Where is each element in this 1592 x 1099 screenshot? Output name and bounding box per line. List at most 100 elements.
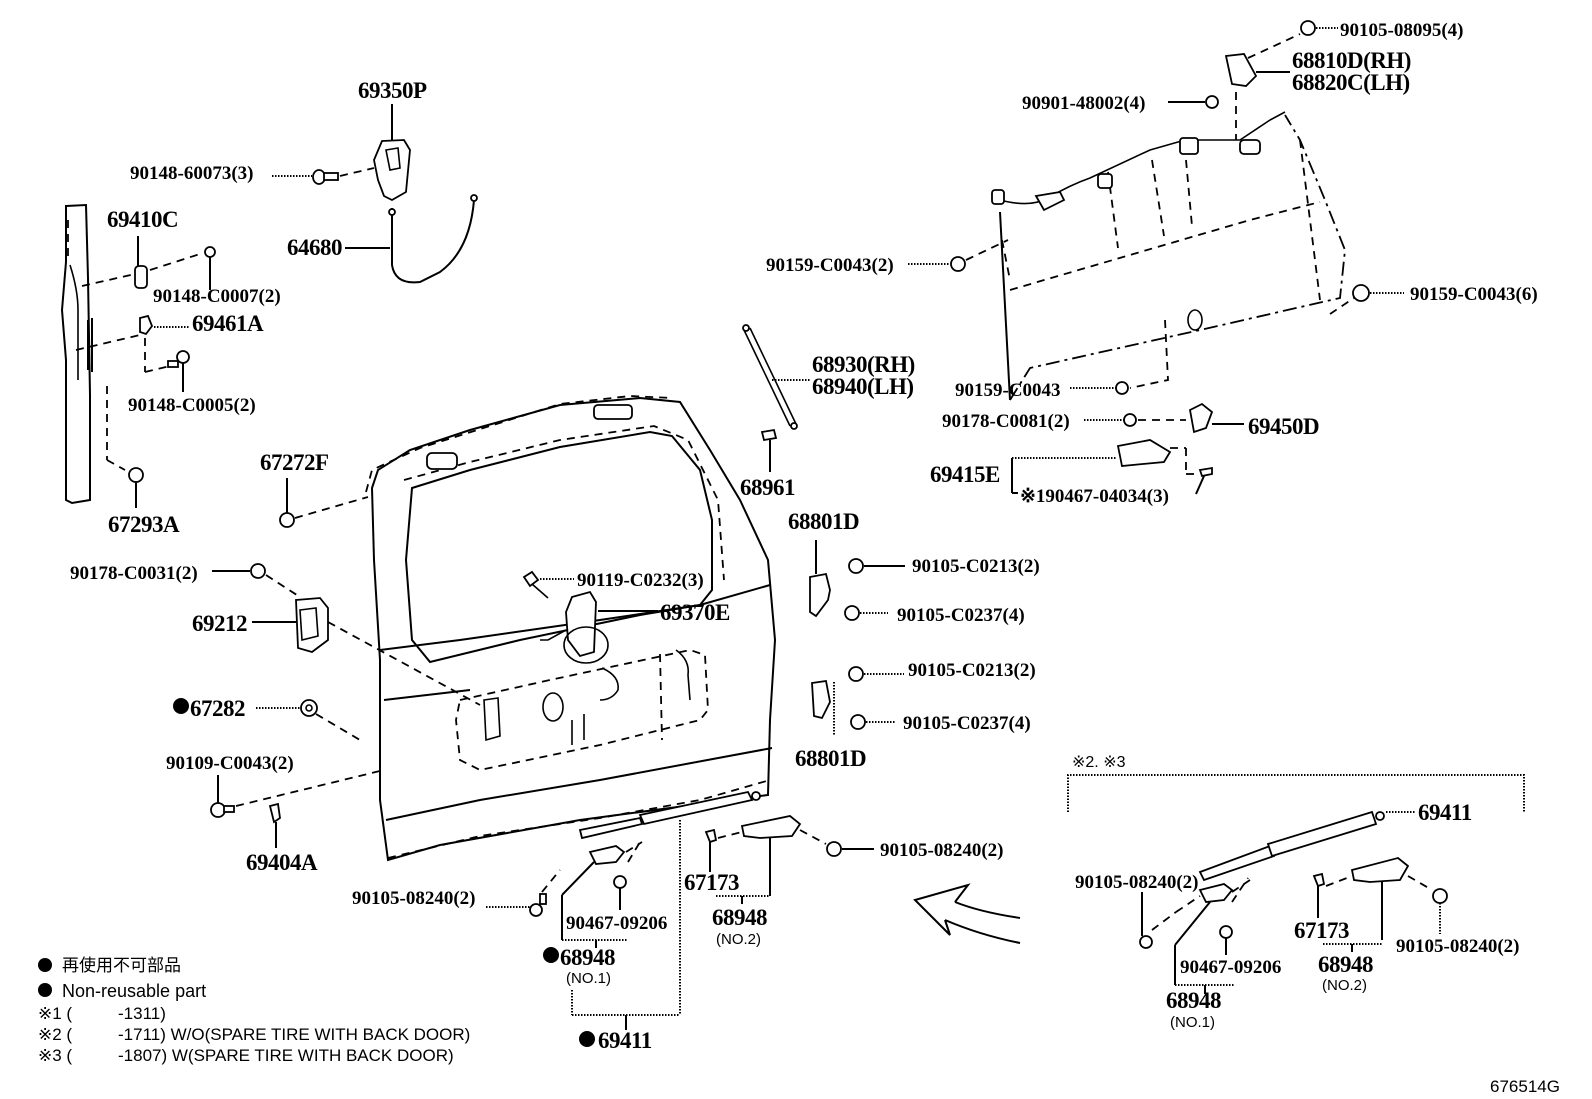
bracket-68948-no1-left: [561, 841, 643, 948]
nut-90467-09206-left: [613, 875, 627, 910]
label-68930: 68930(RH): [812, 352, 915, 377]
bolt-90109-C0043: [210, 769, 385, 818]
label-69404A: 69404A: [246, 850, 318, 875]
legend: 再使用不可部品 Non-reusable part ※1 ( -1311) ※2…: [38, 955, 470, 1065]
handle-69370E: [540, 590, 658, 664]
label-90119-C0232: 90119-C0232(3): [577, 570, 704, 591]
label-90178-C0081: 90178-C0081(2): [942, 411, 1070, 432]
pillar-panel: [60, 203, 93, 505]
back-door-lock-assembly: [373, 104, 411, 202]
label-69450D: 69450D: [1248, 414, 1319, 439]
bracket-69404A: [268, 802, 281, 848]
bracket-69415E: [1011, 439, 1213, 495]
label-90159-C0043-2: 90159-C0043(2): [766, 255, 894, 276]
view-arrow-icon: [913, 883, 1021, 944]
label-68940: 68940(LH): [812, 374, 914, 399]
bracket-69450D: [1188, 402, 1244, 434]
control-cable-64680: [345, 194, 478, 284]
nut-90178-C0031: [212, 563, 301, 598]
label-90901-48002: 90901-48002(4): [1022, 93, 1145, 114]
inset-label-68948-no2: 68948: [1318, 952, 1373, 977]
label-69410C: 69410C: [107, 207, 178, 232]
label-68801D-top: 68801D: [788, 509, 859, 534]
legend-non-reusable-jp: 再使用不可部品: [62, 955, 181, 975]
inset-label-68948-no2-sub: (NO.2): [1322, 977, 1367, 994]
label-90148-C0007: 90148-C0007(2): [153, 286, 281, 307]
label-69350P: 69350P: [358, 78, 427, 103]
legend-note3-text: -1807) W(SPARE TIRE WITH BACK DOOR): [118, 1046, 454, 1065]
label-69461A: 69461A: [192, 311, 264, 336]
bolt-90105-08095: [1300, 20, 1338, 36]
inset-label-69411: 69411: [1418, 800, 1472, 825]
striker-69461A: [75, 314, 190, 392]
bolt-90105-08240-left: [486, 869, 561, 917]
label-69411-left: 69411: [598, 1028, 652, 1053]
label-68810D: 68810D(RH): [1292, 48, 1411, 73]
cushion-67293A: [106, 386, 144, 508]
label-67282: 67282: [190, 696, 245, 721]
label-68948-no1-left-sub: (NO.1): [566, 970, 611, 987]
back-door-glass: [991, 111, 1346, 401]
legend-note1-mark: ※1 (: [38, 1004, 72, 1023]
label-90105-08240-left: 90105-08240(2): [352, 888, 475, 909]
label-90159-C0043-6: 90159-C0043(6): [1410, 284, 1538, 305]
legend-note2-text: -1711) W/O(SPARE TIRE WITH BACK DOOR): [118, 1025, 470, 1044]
label-68820C: 68820C(LH): [1292, 70, 1410, 95]
plug-67272F: [279, 478, 369, 528]
nut-90159-C0043: [1070, 381, 1129, 395]
label-68961: 68961: [740, 475, 795, 500]
label-90105-C0237-b: 90105-C0237(4): [903, 713, 1031, 734]
label-67293A: 67293A: [108, 512, 180, 537]
label-90178-C0031: 90178-C0031(2): [70, 563, 198, 584]
inset-group: [1067, 774, 1525, 994]
label-90105-08240-mid: 90105-08240(2): [880, 840, 1003, 861]
label-90109-C0043: 90109-C0043(2): [166, 753, 294, 774]
label-67272F: 67272F: [260, 450, 329, 475]
label-64680: 64680: [287, 235, 342, 260]
non-reusable-mark-67282: [173, 698, 189, 714]
bolt-68961: [760, 428, 778, 472]
legend-note3-mark: ※3 (: [38, 1046, 72, 1065]
non-reusable-mark-68948-no1: [543, 947, 559, 963]
inset-label-90105-08240-right: 90105-08240(2): [1396, 936, 1519, 957]
legend-non-reusable-en: Non-reusable part: [62, 981, 206, 1001]
inset-header: ※2. ※3: [1072, 754, 1126, 771]
label-68948-no1-left: 68948: [560, 945, 615, 970]
inset-label-68948-no1: 68948: [1166, 988, 1221, 1013]
label-69415E: 69415E: [930, 462, 1000, 487]
nut-90159-C0043-2: [908, 239, 1009, 272]
non-reusable-mark-69411: [579, 1031, 595, 1047]
cushion-67282: [256, 699, 361, 741]
hinge-68801D-upper: [809, 540, 905, 621]
part-labels: 69350P 90148-60073(3) 69410C 90148-C0007…: [70, 20, 1538, 1053]
nut-90178-C0081: [1084, 413, 1186, 427]
label-68948-no2-mid: 68948: [712, 905, 767, 930]
bracket-68948-no2-mid: [704, 815, 874, 904]
back-door-damper-69411: [571, 790, 761, 1030]
label-90105-C0237-a: 90105-C0237(4): [897, 605, 1025, 626]
bolt-90119-C0232: [522, 570, 574, 599]
back-door-panel: [365, 395, 777, 862]
hinge-68801D-lower: [811, 666, 904, 736]
striker-69410C: [81, 236, 216, 290]
inset-label-67173: 67173: [1294, 918, 1349, 943]
label-90159-C0043: 90159-C0043: [955, 380, 1061, 401]
label-90467-09206-left: 90467-09206: [566, 913, 667, 934]
label-90105-C0213-a: 90105-C0213(2): [912, 556, 1040, 577]
inset-label-90105-08240-left: 90105-08240(2): [1075, 872, 1198, 893]
nut-90901-48002: [1168, 92, 1237, 140]
non-reusable-bullet-icon: [38, 958, 52, 972]
hinge-68810D: [1224, 33, 1301, 87]
label-68948-no2-mid-sub: (NO.2): [716, 931, 761, 948]
legend-note1-text: -1311): [118, 1004, 166, 1023]
label-90148-60073: 90148-60073(3): [130, 163, 253, 184]
label-67173-mid: 67173: [684, 870, 739, 895]
diagram-id: 676514G: [1490, 1077, 1560, 1096]
lock-69212: [252, 597, 481, 706]
label-90105-C0213-b: 90105-C0213(2): [908, 660, 1036, 681]
non-reusable-bullet-icon: [38, 983, 52, 997]
label-90105-08095: 90105-08095(4): [1340, 20, 1463, 41]
screw-90148-60073: [272, 167, 375, 185]
label-69370E: 69370E: [660, 600, 730, 625]
